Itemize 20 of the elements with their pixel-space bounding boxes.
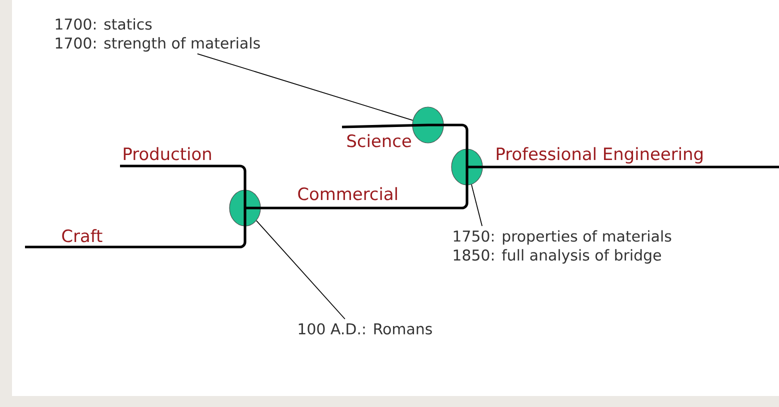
branch-line [342,124,428,128]
branch-line [467,166,779,168]
branch-label: Commercial [298,187,397,200]
branch-line [120,164,246,208]
annotation-text: 1700: statics 1700: strength of materials [56,18,260,52]
branch-label: Science [347,134,411,148]
branch-label: Production [124,147,211,160]
leader-line [196,53,414,121]
annotation-text: 100 A.D.: Romans [298,323,432,335]
junction-circle [229,190,261,226]
leader-line [471,184,483,226]
junction-circle [451,148,483,186]
branch-label: Professional Engineering [496,147,702,164]
branch-line [245,167,468,210]
branch-line [25,208,246,248]
junction-circle [412,106,444,144]
branch-line [428,124,468,167]
annotation-text: 1750: properties of materials 1850: full analysis of bridge [454,230,672,264]
branch-label: Craft [62,229,102,242]
leader-line [256,220,346,320]
